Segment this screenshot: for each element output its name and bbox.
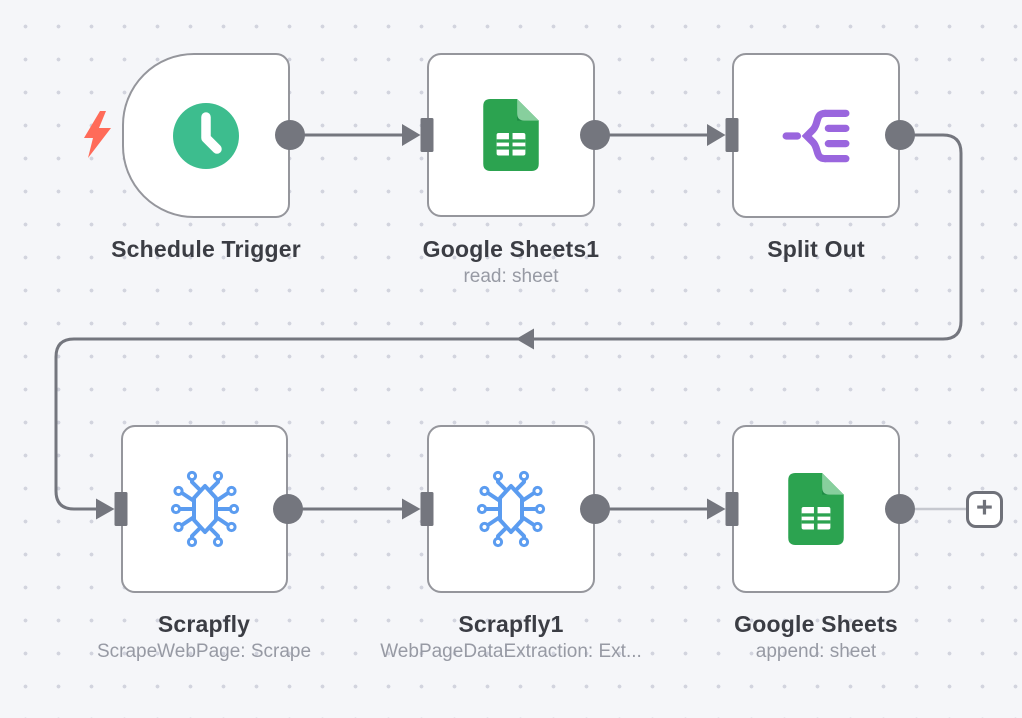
node-label: Split Out [636,236,996,263]
clock-icon [173,102,239,169]
node-title: Split Out [767,236,865,262]
node-scrapfly1[interactable] [427,425,595,593]
node-title: Scrapfly1 [458,611,564,637]
node-schedule-trigger[interactable] [122,53,290,218]
arrowhead-icon [707,498,726,520]
node-subtitle: ScrapeWebPage: Scrape [96,641,312,662]
google-sheets-icon [483,99,539,171]
node-google-sheets1[interactable] [427,53,595,217]
node-label: Google Sheets append: sheet [636,611,996,663]
trigger-bolt-icon [84,111,111,158]
scrapfly-bug-icon [170,470,239,548]
node-split-out[interactable] [732,53,900,218]
node-subtitle: append: sheet [755,641,877,662]
arrowhead-icon [402,498,421,520]
node-title: Scrapfly [157,611,251,637]
scrapfly-bug-icon [476,470,546,548]
node-title: Google Sheets [734,611,898,637]
node-subtitle: WebPageDataExtraction: Ext... [380,641,642,662]
arrowhead-left-icon [516,328,534,350]
arrowhead-icon [707,124,726,146]
node-scrapfly[interactable] [121,425,288,593]
arrowhead-icon [402,124,421,146]
node-google-sheets[interactable] [732,425,900,593]
node-label: Scrapfly1 WebPageDataExtraction: Ext... [331,611,691,663]
google-sheets-icon [788,473,844,545]
add-node-plus-icon: + [976,491,993,524]
add-node-button[interactable]: + [966,491,1003,528]
arrowhead-icon [96,498,115,520]
split-out-icon [782,109,850,162]
node-label: Scrapfly ScrapeWebPage: Scrape [24,611,384,663]
node-subtitle: read: sheet [463,266,559,287]
